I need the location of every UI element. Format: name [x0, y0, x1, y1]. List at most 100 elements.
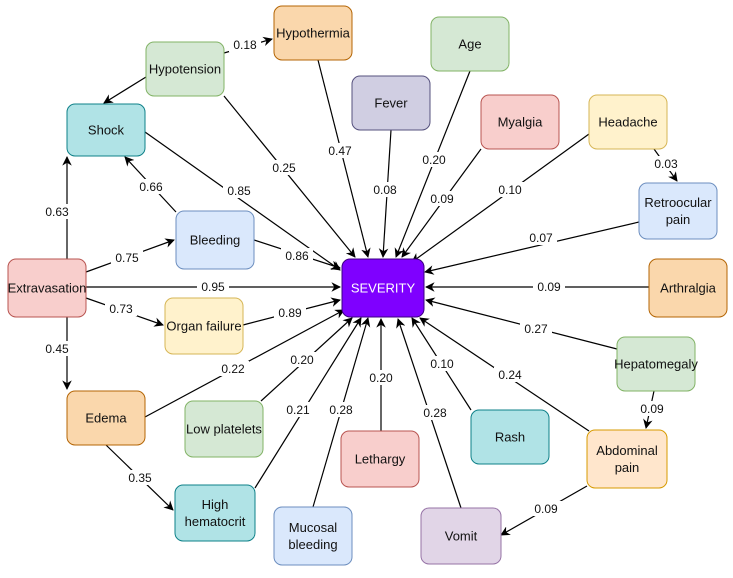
edge-weight-extravasation-to-shock: 0.63 [45, 205, 69, 219]
node-fever: Fever [351, 75, 431, 131]
node-label-hepatomegaly: Hepatomegaly [614, 357, 698, 372]
edge-weight-shock-to-severity: 0.85 [227, 184, 251, 198]
edge-label-bg [650, 156, 682, 171]
edge-label-bg [494, 182, 526, 197]
node-hepatomegaly: Hepatomegaly [614, 336, 698, 392]
node-label-retroocular: Retroocular [644, 195, 712, 210]
node-headache: Headache [588, 94, 668, 150]
node-label-arthralgia: Arthralgia [660, 281, 716, 296]
edge-weight-headache-to-severity: 0.10 [498, 183, 522, 197]
node-label-headache: Headache [598, 115, 657, 130]
edge-label-bg [111, 250, 143, 265]
node-box-lowplatelets [184, 400, 264, 458]
edge-hypothermia-to-severity [317, 59, 371, 258]
node-label-abdominal: pain [615, 460, 640, 475]
edge-label-bg [325, 402, 357, 417]
edge-label-bg [281, 248, 313, 263]
edge-weight-mucosal-to-severity: 0.28 [329, 403, 353, 417]
edge-label-bg [223, 183, 255, 198]
node-box-shock [66, 103, 146, 157]
edge-label-bg [286, 352, 318, 367]
node-box-vomit [420, 507, 502, 565]
edge-label-bg [105, 301, 137, 316]
edge-weight-edema-to-severity: 0.22 [221, 362, 245, 376]
node-label-bleeding: Bleeding [190, 233, 241, 248]
edge-weight-organfailure-to-severity: 0.89 [278, 306, 302, 320]
node-lowplatelets: Low platelets [184, 400, 264, 458]
edge-hypotension-to-shock [103, 76, 147, 104]
node-shock: Shock [66, 103, 146, 157]
edge-weight-bleeding-to-shock: 0.66 [139, 180, 163, 194]
node-box-severity [341, 258, 425, 318]
node-label-lethargy: Lethargy [355, 452, 406, 467]
edge-label-bg [533, 279, 565, 294]
edge-weight-age-to-severity: 0.20 [422, 153, 446, 167]
edge-weight-extravasation-to-edema: 0.45 [45, 342, 69, 356]
edge-label-bg [41, 204, 73, 219]
node-label-hypotension: Hypotension [149, 62, 221, 77]
edge-weight-lowplatelets-to-severity: 0.20 [290, 353, 314, 367]
edge-label-bg [135, 179, 167, 194]
edge-label-bg [41, 341, 73, 356]
edge-weight-vomit-to-severity: 0.28 [423, 406, 447, 420]
node-box-mucosal [273, 506, 353, 566]
node-retroocular: Retroocular pain [638, 182, 718, 240]
node-box-organfailure [164, 297, 244, 355]
node-severity: SEVERITY [341, 258, 425, 318]
nodes-layer: Extravasation Shock Hypotension Hypothermia… [7, 5, 728, 566]
edge-retroocular-to-severity [424, 221, 640, 275]
node-label-retroocular: pain [666, 212, 691, 227]
edge-label-bg [419, 405, 451, 420]
edge-weight-retroocular-to-severity: 0.07 [529, 231, 553, 245]
node-label-mucosal: Mucosal [289, 520, 338, 535]
node-vomit: Vomit [420, 507, 502, 565]
edge-weight-abdominal-to-severity: 0.24 [498, 368, 522, 382]
edge-weight-myalgia-to-severity: 0.09 [430, 192, 454, 206]
edge-weight-headache-to-retroocular: 0.03 [654, 157, 678, 171]
node-hypothermia: Hypothermia [273, 5, 353, 61]
node-label-hematocrit: High [202, 497, 229, 512]
node-box-myalgia [480, 94, 560, 150]
edge-label-bg [520, 321, 552, 336]
node-hypotension: Hypotension [145, 41, 225, 97]
edge-headache-to-severity [411, 133, 590, 263]
edge-label-bg [229, 37, 261, 52]
edge-weight-hypotension-to-severity: 0.25 [272, 161, 296, 175]
edge-weight-edema-to-hematocrit: 0.35 [128, 471, 152, 485]
edge-label-bg [636, 401, 668, 416]
edge-weight-hepatomegaly-to-severity: 0.27 [524, 322, 548, 336]
node-bleeding: Bleeding [175, 210, 255, 270]
node-box-hepatomegaly [616, 336, 696, 392]
node-label-abdominal: Abdominal [596, 443, 658, 458]
edge-weight-hypothermia-to-severity: 0.47 [328, 144, 352, 158]
node-box-hypothermia [273, 5, 353, 61]
edge-weight-bleeding-to-severity: 0.86 [285, 249, 309, 263]
node-box-edema [66, 390, 146, 446]
node-label-myalgia: Myalgia [498, 115, 544, 130]
node-label-lowplatelets: Low platelets [186, 422, 262, 437]
node-extravasation: Extravasation [7, 258, 87, 318]
edge-label-bg [365, 370, 397, 385]
node-label-hypothermia: Hypothermia [276, 26, 350, 41]
node-lethargy: Lethargy [340, 430, 420, 488]
node-box-extravasation [7, 258, 87, 318]
edge-label-bg [494, 367, 526, 382]
edge-weight-hepatomegaly-to-abdominal: 0.09 [640, 402, 664, 416]
edge-label-bg [426, 191, 458, 206]
edge-weight-extravasation-to-severity: 0.95 [201, 280, 225, 294]
edge-weight-rash-to-severity: 0.10 [430, 357, 454, 371]
edge-weight-hypotension-to-hypothermia: 0.18 [233, 38, 257, 52]
node-label-organfailure: Organ failure [166, 319, 241, 334]
node-rash: Rash [470, 409, 550, 465]
node-label-age: Age [458, 37, 481, 52]
node-label-fever: Fever [374, 96, 408, 111]
edge-label-bg [124, 470, 156, 485]
node-organfailure: Organ failure [164, 297, 244, 355]
node-box-abdominal [586, 429, 668, 489]
edge-label-bg [274, 305, 306, 320]
